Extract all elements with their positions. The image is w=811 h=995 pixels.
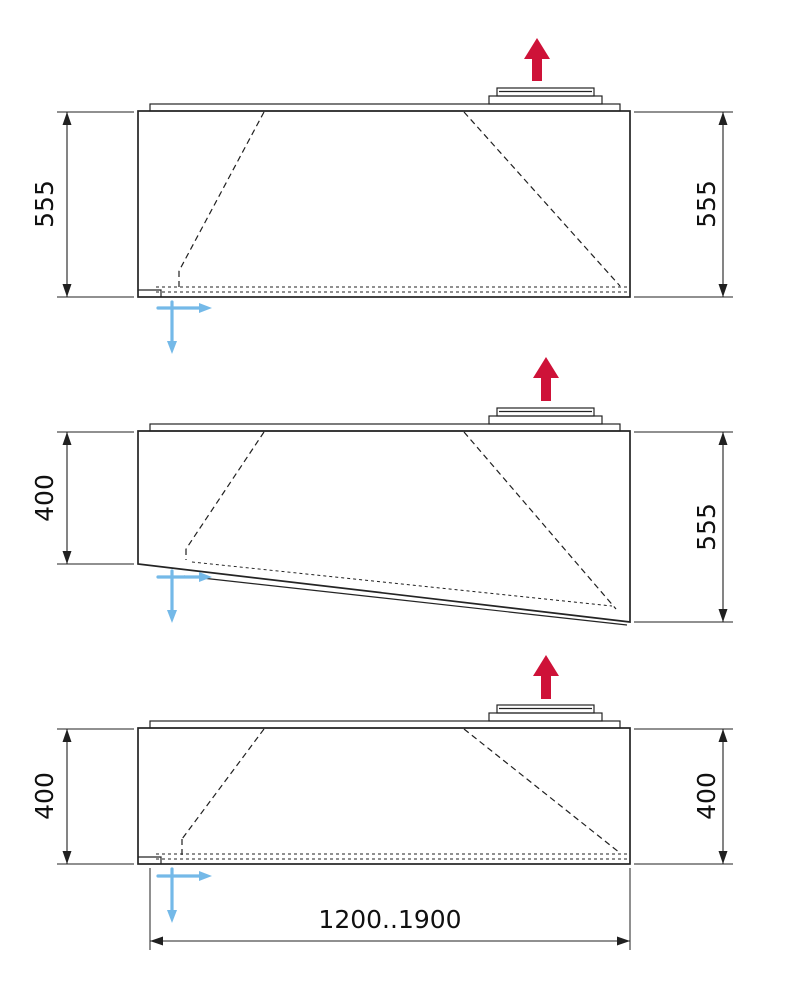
sloped-panel-lower-edge	[183, 575, 628, 626]
intake-flow-arrow-icon	[156, 867, 212, 923]
duct-flange	[488, 415, 603, 425]
sloped-filter-plane	[191, 561, 613, 607]
dimension-arrowhead-up	[718, 432, 728, 445]
right-dimension-label: 400	[692, 772, 721, 820]
bottom-left-step	[138, 289, 162, 297]
left-dimension-label: 555	[30, 180, 59, 228]
duct-collar	[488, 704, 603, 722]
intake-flow-arrow-icon	[156, 569, 212, 623]
duct-collar	[488, 407, 603, 425]
width-dimension-label: 1200..1900	[318, 905, 461, 934]
left-dimension: 555	[30, 111, 134, 298]
internal-outline-dashed	[156, 728, 627, 860]
intake-arrow-down-head	[167, 610, 177, 623]
dimension-arrowhead-down	[62, 851, 72, 864]
exhaust-arrow-icon	[533, 655, 559, 699]
inner-canopy-left	[185, 431, 265, 550]
left-dimension-label: 400	[30, 474, 59, 522]
inner-canopy-left	[178, 111, 265, 272]
right-dimension: 555	[634, 111, 733, 298]
hood-body	[137, 727, 631, 865]
internal-outline-dashed	[156, 111, 627, 293]
intake-flow-arrow-icon	[156, 300, 212, 354]
hood-body	[137, 430, 631, 623]
hood-body	[137, 110, 631, 298]
hood-view-middle: 400 555	[30, 357, 733, 626]
intake-arrow-down-head	[167, 910, 177, 923]
inner-canopy-right	[463, 431, 617, 610]
duct-flange	[488, 712, 603, 722]
dimension-arrowhead-up	[62, 729, 72, 742]
dimension-arrowhead-down	[718, 851, 728, 864]
intake-arrow-right-head	[199, 303, 212, 313]
top-plate	[149, 423, 621, 432]
dimension-arrowhead-down	[62, 284, 72, 297]
dimension-arrowhead-up	[718, 112, 728, 125]
top-plate	[149, 103, 621, 112]
left-dimension: 400	[30, 728, 134, 865]
bottom-left-step	[138, 856, 162, 864]
right-dimension: 555	[634, 431, 733, 623]
right-dimension-label: 555	[692, 180, 721, 228]
right-dimension: 400	[634, 728, 733, 865]
left-dimension-label: 400	[30, 772, 59, 820]
hood-view-bottom: 400 400 1200..1900	[30, 655, 733, 950]
dimension-arrowhead-up	[62, 432, 72, 445]
intake-arrow-right-head	[199, 572, 212, 582]
exhaust-arrow-icon	[524, 38, 550, 81]
left-dimension: 400	[30, 431, 134, 565]
intake-arrow-right-head	[199, 871, 212, 881]
exhaust-arrow-icon	[533, 357, 559, 401]
dimension-arrowhead-down	[718, 609, 728, 622]
duct-collar	[488, 87, 603, 105]
right-dimension-label: 555	[692, 503, 721, 551]
dimension-arrowhead-down	[718, 284, 728, 297]
dimension-arrowhead-up	[62, 112, 72, 125]
top-plate	[149, 720, 621, 729]
inner-canopy-left	[181, 728, 265, 840]
dimension-arrowhead-up	[718, 729, 728, 742]
internal-outline-dashed	[185, 431, 617, 610]
hood-view-top: 555 555	[30, 38, 733, 354]
dimension-arrowhead-left	[150, 936, 163, 946]
dimension-arrowhead-right	[617, 936, 630, 946]
inner-canopy-right	[463, 728, 621, 854]
inner-canopy-right	[463, 111, 621, 287]
width-dimension: 1200..1900	[149, 868, 631, 950]
duct-flange	[488, 95, 603, 105]
dimension-arrowhead-down	[62, 551, 72, 564]
intake-arrow-down-head	[167, 341, 177, 354]
